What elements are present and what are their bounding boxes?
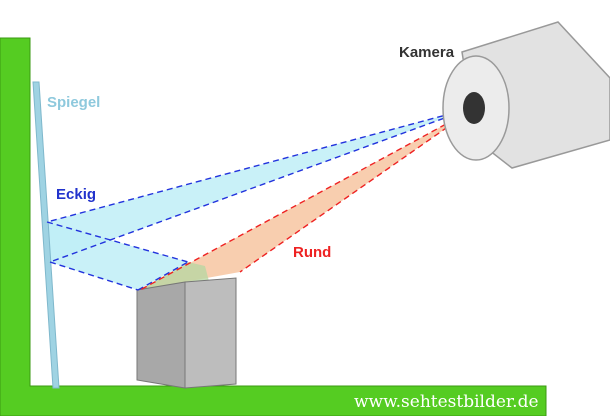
angular-label: Eckig (56, 186, 97, 203)
camera-label: Kamera (399, 44, 455, 61)
angular-view-fill-lower (47, 222, 188, 290)
mirror-label: Spiegel (47, 94, 101, 111)
angular-rays (46, 107, 473, 291)
folded-card-left (136, 281, 186, 389)
green-wall (0, 37, 547, 416)
mirror-plate (32, 81, 60, 389)
watermark: www.sehtestbilder.de (354, 392, 539, 412)
folded-card-right (184, 277, 237, 389)
round-label: Rund (293, 244, 332, 261)
camera-icon (442, 21, 610, 169)
round-rays (139, 109, 473, 291)
